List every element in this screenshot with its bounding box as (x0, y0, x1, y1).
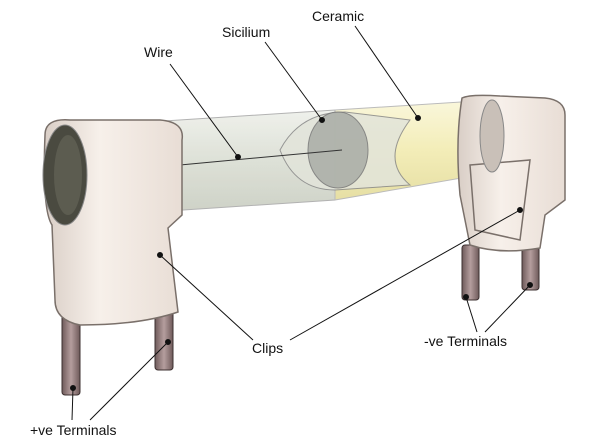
negative-terminals-label: -ve Terminals (424, 333, 507, 349)
right-clip (457, 94, 566, 252)
positive-terminals-label: +ve Terminals (30, 422, 117, 438)
sicilium-label: Sicilium (222, 24, 271, 40)
ceramic-label: Ceramic (312, 8, 365, 24)
left-clip (42, 119, 184, 326)
wire-label: Wire (144, 44, 173, 60)
negative-terminals (461, 239, 540, 301)
clips-label: Clips (252, 340, 284, 356)
leader-lines (70, 25, 533, 421)
positive-terminals (61, 304, 174, 396)
